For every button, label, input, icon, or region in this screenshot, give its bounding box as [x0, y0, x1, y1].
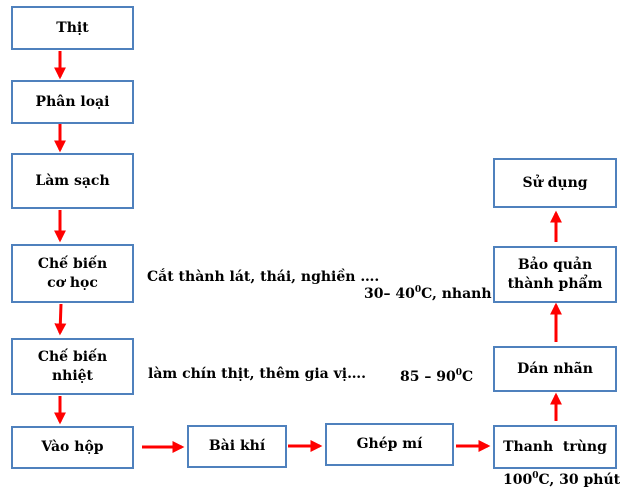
box-thit: Thịt — [11, 6, 134, 50]
box-bao-quan-line2: thành phẩm — [507, 275, 603, 292]
box-su-dung-label: Sử dụng — [522, 174, 588, 191]
box-che-bien-nhiet: Chế biến nhiệt — [11, 338, 134, 395]
box-dan-nhan: Dán nhãn — [493, 346, 617, 392]
note-co-hoc-temp: 30– 400C, nhanh — [364, 285, 492, 303]
box-vao-hop: Vào hộp — [11, 426, 134, 469]
note-nhiet: làm chín thịt, thêm gia vị…. — [148, 366, 366, 382]
note-co-hoc: Cắt thành lát, thái, nghiền …. — [147, 269, 380, 285]
box-dan-nhan-label: Dán nhãn — [517, 360, 593, 377]
note-thanh-trung-post: C, 30 phút — [538, 472, 621, 488]
box-che-bien-co-hoc-line1: Chế biến — [37, 255, 108, 272]
box-bai-khi-label: Bài khí — [208, 438, 266, 454]
note-co-hoc-temp-pre: 30– 40 — [364, 286, 415, 302]
box-bao-quan: Bảo quản thành phẩm — [493, 246, 617, 303]
box-che-bien-nhiet-line1: Chế biến — [37, 348, 108, 365]
box-che-bien-co-hoc: Chế biến cơ học — [11, 244, 134, 303]
box-bao-quan-line1: Bảo quản — [517, 256, 593, 273]
box-bai-khi: Bài khí — [187, 425, 287, 468]
box-thanh-trung-label: Thanh trùng — [503, 438, 607, 455]
note-co-hoc-temp-sup: 0 — [414, 285, 422, 295]
note-thanh-trung: 1000C, 30 phút — [503, 471, 621, 489]
box-che-bien-nhiet-line2: nhiệt — [51, 367, 94, 384]
box-ghep-mi-label: Ghép mí — [356, 436, 423, 452]
note-nhiet-temp: 85 – 900C — [400, 368, 474, 386]
note-nhiet-temp-sup: 0 — [455, 368, 462, 378]
box-vao-hop-label: Vào hộp — [41, 439, 104, 455]
box-phan-loai: Phân loại — [11, 80, 134, 124]
arrow-cohoc-nhiet — [54, 303, 67, 336]
note-thanh-trung-sup: 0 — [532, 471, 539, 481]
box-thit-label: Thịt — [56, 19, 89, 36]
box-su-dung: Sử dụng — [493, 158, 617, 208]
box-lam-sach-label: Làm sạch — [35, 172, 110, 189]
note-nhiet-temp-pre: 85 – 90 — [400, 369, 456, 385]
note-nhiet-temp-post: C — [461, 369, 474, 385]
note-co-hoc-temp-post: C, nhanh — [421, 286, 492, 302]
box-thanh-trung: Thanh trùng — [493, 425, 617, 469]
box-che-bien-co-hoc-line2: cơ học — [47, 274, 98, 291]
note-thanh-trung-pre: 100 — [503, 472, 533, 488]
box-ghep-mi: Ghép mí — [325, 423, 454, 466]
box-phan-loai-label: Phân loại — [35, 93, 110, 110]
box-lam-sach: Làm sạch — [11, 153, 134, 209]
